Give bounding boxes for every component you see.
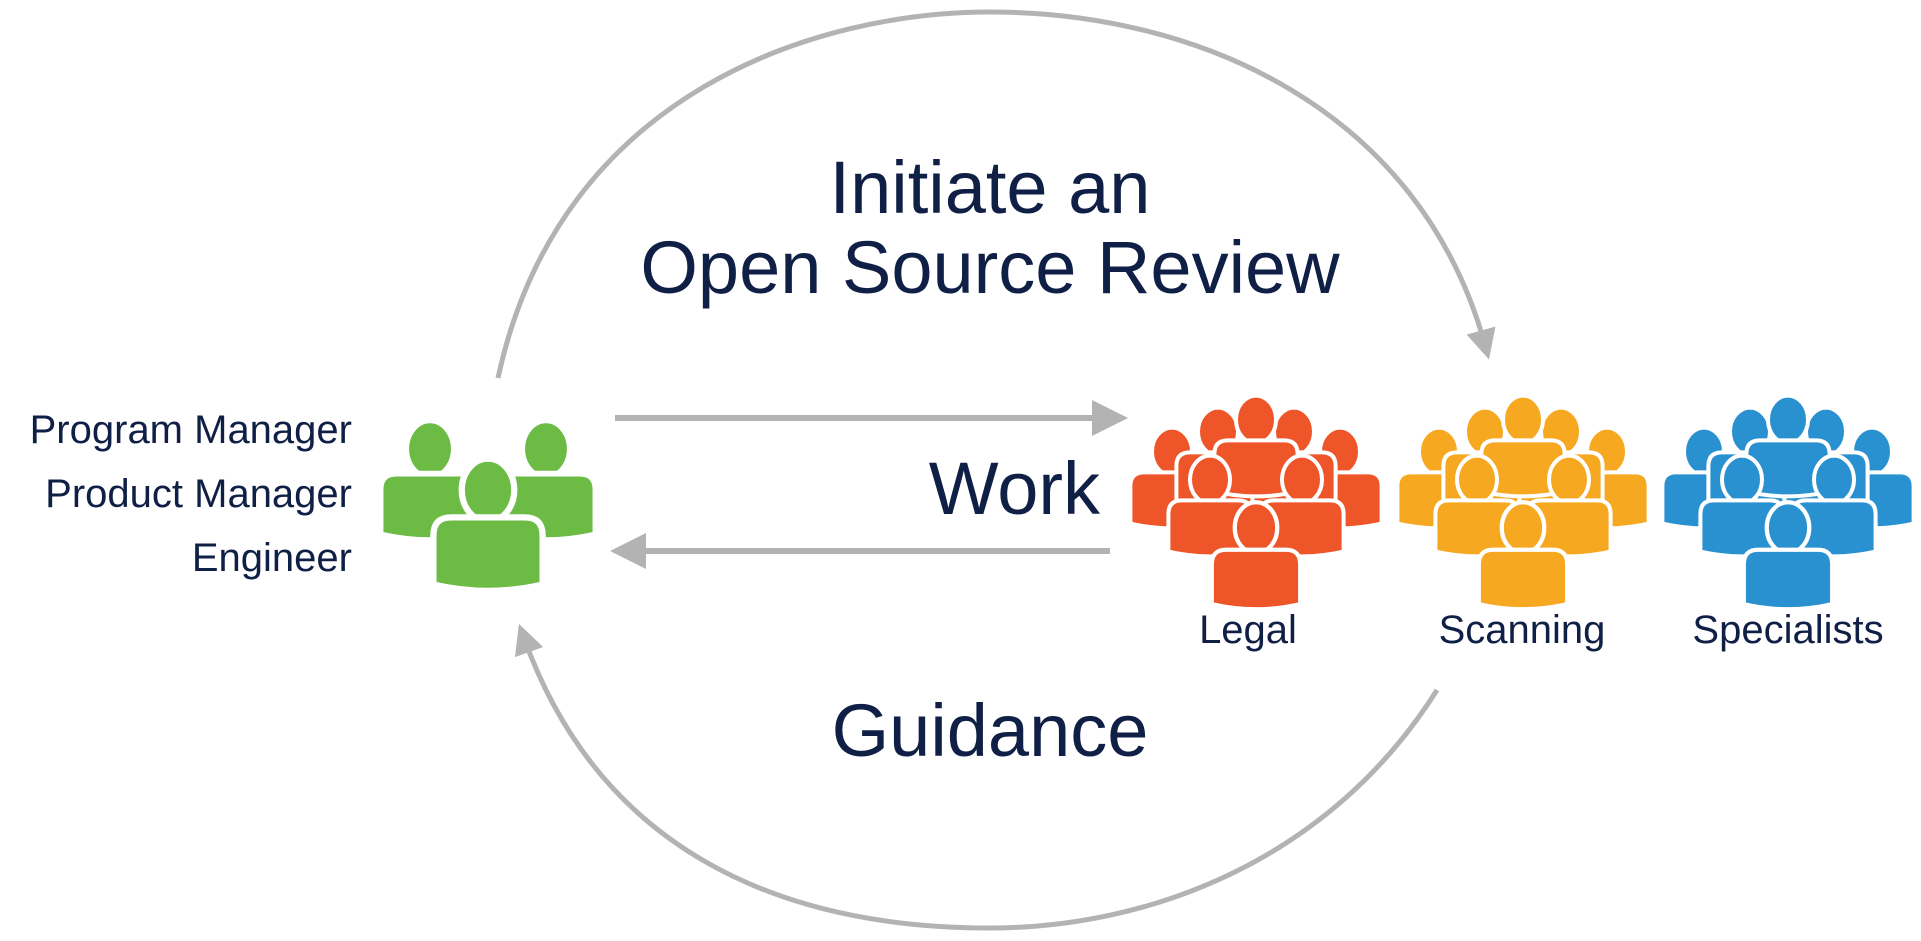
role-product-manager: Product Manager [45, 472, 352, 516]
requester-group-icon [381, 420, 596, 591]
role-engineer: Engineer [191, 536, 352, 580]
headline-line-1: Initiate an [829, 146, 1151, 229]
guidance-arc-arrow [514, 623, 1440, 931]
group-label-specialists: Specialists [1692, 608, 1884, 652]
role-program-manager: Program Manager [29, 408, 352, 452]
group-label-scanning: Scanning [1438, 608, 1606, 652]
group-label-legal: Legal [1199, 608, 1297, 652]
guidance-label: Guidance [831, 689, 1149, 772]
initiate-arc-arrow [495, 9, 1496, 379]
scanning-crowd-icon [1397, 396, 1648, 610]
headline-line-2: Open Source Review [640, 226, 1340, 309]
work-label: Work [928, 447, 1100, 530]
legal-crowd-icon [1130, 396, 1381, 610]
specialists-crowd-icon [1662, 396, 1913, 610]
